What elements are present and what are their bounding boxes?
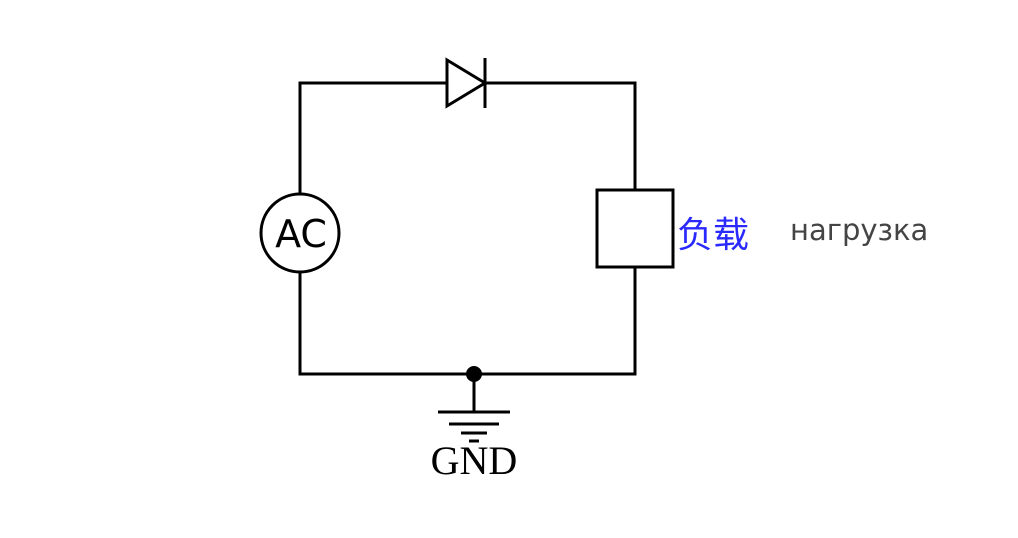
diode <box>445 57 488 109</box>
load: 负载 нагрузка <box>595 188 928 269</box>
wire-bottom <box>298 265 637 376</box>
ground: GND <box>431 366 518 483</box>
gnd-label: GND <box>431 438 518 483</box>
wire-right-top <box>483 81 637 192</box>
load-label-ru: нагрузка <box>790 213 928 247</box>
load-label-zh: 负载 <box>677 215 749 256</box>
ac-source-circle <box>259 192 341 274</box>
diode-triangle <box>445 57 488 109</box>
ac-source: AC <box>259 192 341 274</box>
ac-label: AC <box>275 212 327 256</box>
load-box <box>595 188 675 269</box>
wires <box>298 81 637 376</box>
wire-left-top <box>298 81 449 195</box>
